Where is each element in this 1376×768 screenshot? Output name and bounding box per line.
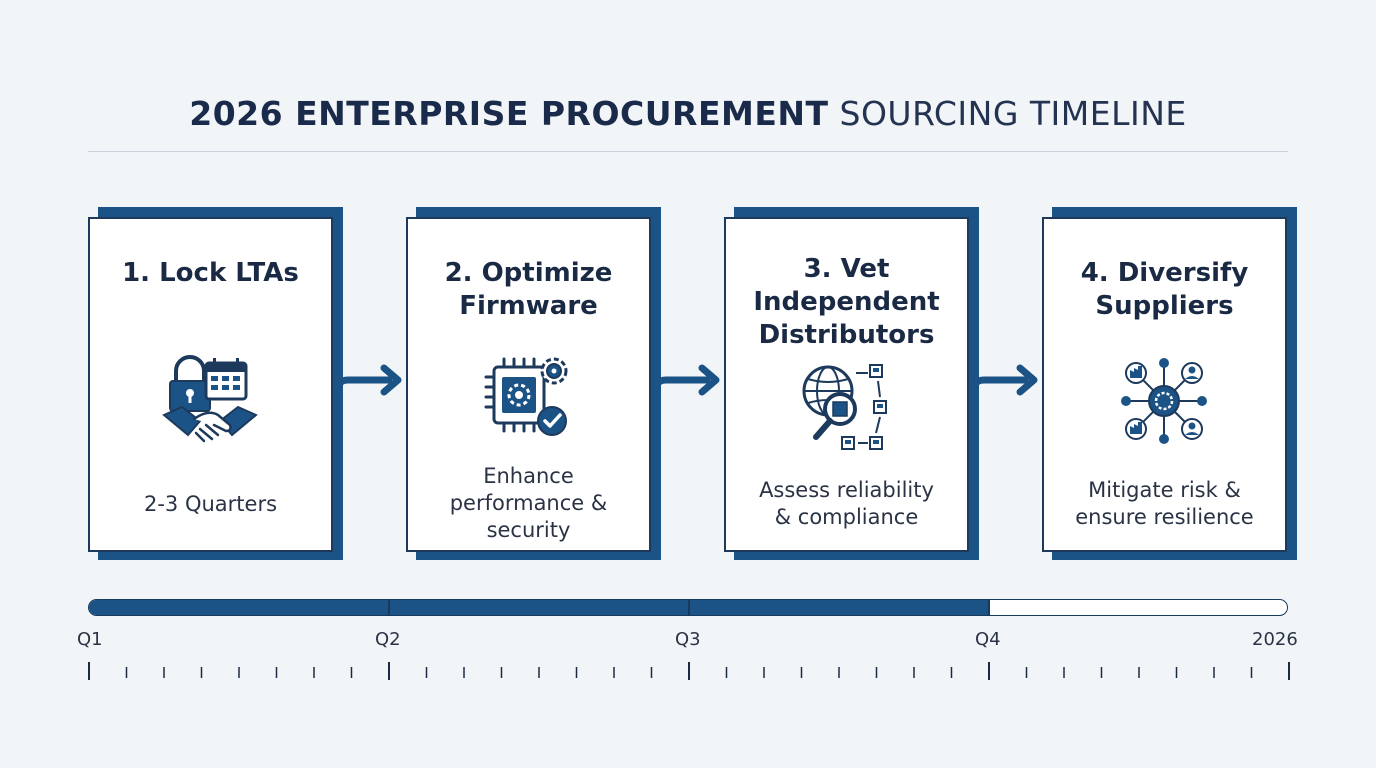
card-body: 2. Optimize Firmware Enhance performance… [406, 217, 651, 552]
arrow-right-icon [972, 364, 1038, 404]
timeline-ticks [88, 662, 1290, 680]
step-desc-line: & compliance [774, 505, 919, 529]
chip-gear-check-icon [484, 357, 568, 436]
step-desc-line: performance & [449, 491, 608, 515]
step-title: 1. Lock LTAs [96, 257, 325, 290]
title-light: SOURCING TIMELINE [839, 94, 1187, 133]
step-title-line: Independent [753, 287, 940, 317]
step-description: Mitigate risk & ensure resilience [1050, 477, 1279, 531]
timeline-divider [988, 600, 990, 615]
title-divider [88, 151, 1288, 152]
step-card-1: 1. Lock LTAs 2-3 Quarters [88, 207, 343, 560]
step-title-line: Suppliers [1095, 291, 1234, 321]
lock-calendar-handshake-icon [162, 355, 258, 443]
step-title-line: 4. Diversify [1080, 258, 1249, 288]
step-title: 4. Diversify Suppliers [1050, 257, 1279, 323]
step-title-line: 3. Vet [803, 254, 890, 284]
step-card-3: 3. Vet Independent Distributors [724, 207, 979, 560]
card-body: 4. Diversify Suppliers [1042, 217, 1287, 552]
timeline-progress-bar [88, 599, 1288, 616]
step-title-line: 1. Lock LTAs [122, 258, 299, 288]
step-desc-line: Mitigate risk & [1088, 478, 1241, 502]
timeline-label-q3: Q3 [675, 629, 701, 650]
arrow-right-icon [654, 364, 720, 404]
timeline-label-q1: Q1 [77, 629, 103, 650]
step-card-2: 2. Optimize Firmware Enhance performance… [406, 207, 661, 560]
card-body: 1. Lock LTAs 2-3 Quarters [88, 217, 333, 552]
step-description: Assess reliability & compliance [732, 477, 961, 531]
step-description: 2-3 Quarters [96, 491, 325, 518]
step-desc-line: Assess reliability [759, 478, 934, 502]
page-title: 2026 ENTERPRISE PROCUREMENT SOURCING TIM… [0, 94, 1376, 133]
step-title: 2. Optimize Firmware [414, 257, 643, 323]
step-desc-line: security [486, 518, 571, 542]
timeline-label-q2: Q2 [375, 629, 401, 650]
card-body: 3. Vet Independent Distributors [724, 217, 969, 552]
step-desc-line: ensure resilience [1075, 505, 1254, 529]
timeline-divider [688, 600, 690, 615]
step-desc-line: Enhance [483, 464, 574, 488]
supplier-network-icon [1121, 358, 1207, 444]
step-desc-line: 2-3 Quarters [143, 492, 278, 516]
step-description: Enhance performance & security [414, 463, 643, 544]
step-title-line: Firmware [459, 291, 598, 321]
title-strong: 2026 ENTERPRISE PROCUREMENT [189, 94, 829, 133]
timeline-progress-fill [89, 600, 988, 615]
step-title-line: 2. Optimize [444, 258, 613, 288]
step-title: 3. Vet Independent Distributors [732, 253, 961, 352]
step-title-line: Distributors [758, 320, 935, 350]
timeline-label-q4: Q4 [975, 629, 1001, 650]
timeline-label-year: 2026 [1252, 629, 1298, 650]
arrow-right-icon [336, 364, 402, 404]
globe-magnifier-boxes-icon [802, 364, 887, 450]
timeline-divider [388, 600, 390, 615]
step-card-4: 4. Diversify Suppliers [1042, 207, 1297, 560]
